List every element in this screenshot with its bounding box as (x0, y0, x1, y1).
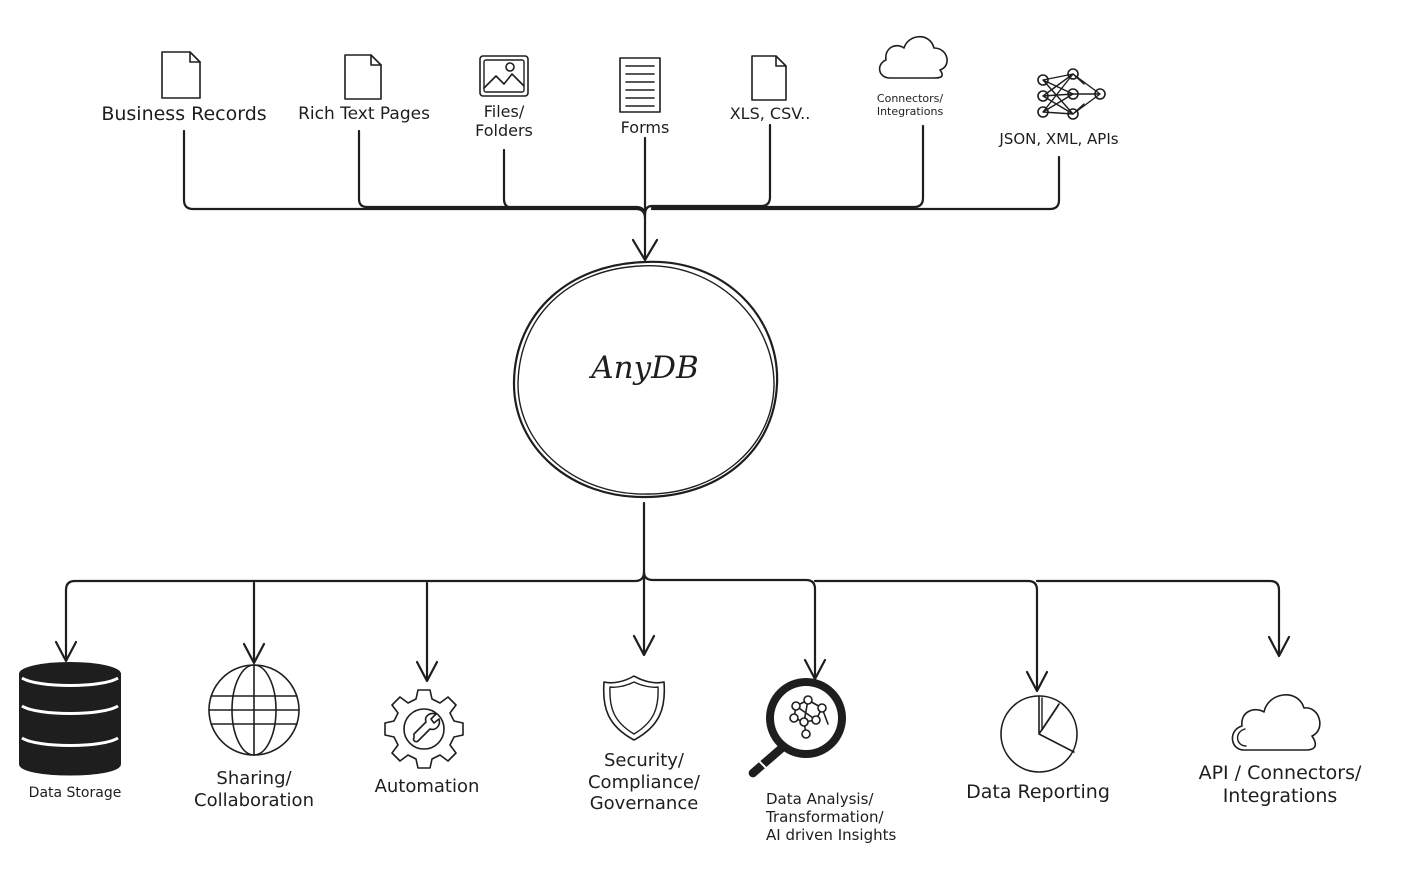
magnifier-network-icon (748, 678, 846, 778)
input-connectors (182, 123, 1061, 262)
document-icon (161, 51, 201, 99)
database-icon (19, 662, 121, 776)
anydb-node (512, 260, 779, 499)
connector-business-records (182, 129, 647, 220)
label-connectors-integrations: Connectors/ Integrations (876, 92, 944, 119)
label-data-analysis: Data Analysis/ Transformation/ AI driven… (766, 790, 897, 844)
document-icon (344, 54, 382, 100)
label-xls-csv: XLS, CSV.. (729, 104, 811, 123)
connector-files-folders (502, 148, 642, 210)
label-forms: Forms (620, 118, 670, 137)
arrowhead-data-reporting (1025, 670, 1049, 693)
label-rich-text-pages: Rich Text Pages (298, 104, 430, 124)
image-icon (479, 55, 529, 97)
label-json-xml-apis: JSON, XML, APIs (999, 130, 1119, 148)
label-data-storage: Data Storage (28, 785, 122, 801)
connector-connectors-integrations (650, 124, 925, 209)
arrowhead-automation (415, 660, 439, 683)
globe-icon (208, 664, 300, 756)
document-icon (751, 55, 787, 101)
arrowhead-api (1267, 635, 1291, 658)
arrowhead-data-storage (54, 640, 78, 663)
arrowhead-into-anydb (631, 238, 659, 262)
anydb-label: AnyDB (591, 350, 699, 386)
shield-icon (602, 675, 666, 741)
form-icon (619, 57, 661, 113)
branch-data-analysis (642, 570, 817, 680)
cloud-icon (1231, 694, 1321, 751)
label-api-connectors-integrations: API / Connectors/ Integrations (1198, 762, 1362, 807)
connector-xls-csv (643, 123, 772, 217)
branch-data-reporting (813, 579, 1039, 692)
neural-network-icon (1037, 68, 1106, 120)
arrowhead-data-analysis (803, 658, 827, 681)
arrowhead-sharing (242, 642, 266, 665)
connector-json-xml-apis (650, 155, 1061, 211)
label-automation: Automation (374, 776, 480, 797)
output-connectors (54, 501, 1291, 693)
gear-wrench-icon (384, 689, 464, 769)
label-business-records: Business Records (101, 103, 267, 125)
cloud-icon (878, 35, 948, 79)
label-files-folders: Files/ Folders (475, 102, 533, 141)
label-security-compliance-governance: Security/ Compliance/ Governance (587, 750, 701, 815)
arrowhead-security (632, 634, 656, 657)
branch-data-storage (64, 570, 646, 662)
branch-api (1035, 579, 1281, 657)
connector-rich-text-pages (357, 129, 647, 218)
label-data-reporting: Data Reporting (966, 781, 1110, 803)
pie-chart-icon (1000, 695, 1078, 773)
label-sharing-collaboration: Sharing/ Collaboration (194, 768, 314, 811)
